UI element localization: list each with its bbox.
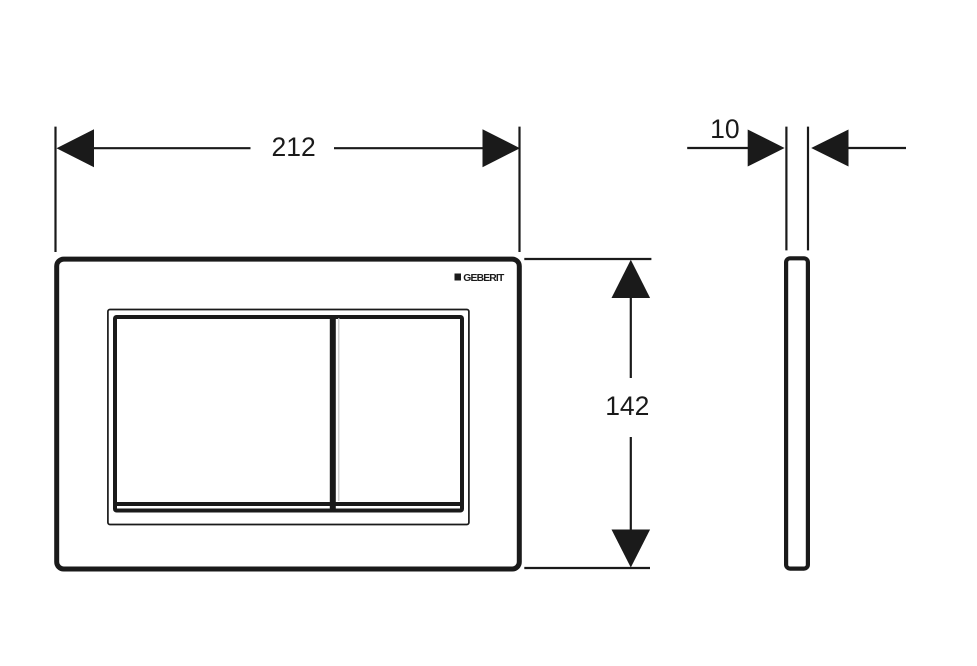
svg-text:212: 212 <box>271 132 315 162</box>
svg-text:142: 142 <box>605 391 649 421</box>
svg-text:GEBERIT: GEBERIT <box>463 273 505 284</box>
svg-text:10: 10 <box>710 114 739 144</box>
